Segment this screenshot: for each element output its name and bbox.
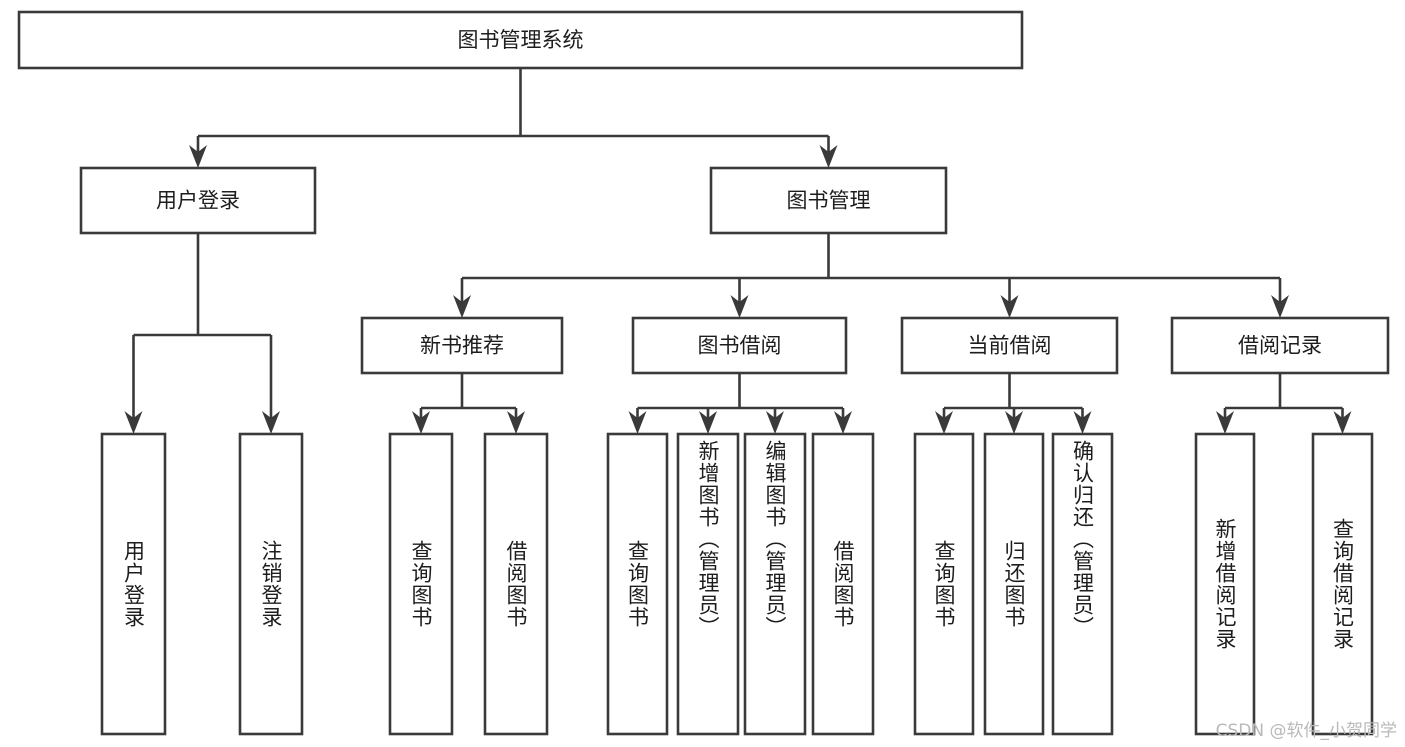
node-label-wrap-leaf-borrow-book-1: 借阅图书 <box>485 434 547 734</box>
node-box-book-management[interactable] <box>709 166 948 235</box>
node-label-borrow-record: 借阅记录 <box>1238 334 1322 358</box>
conn-book-borrow-arrow-2 <box>766 411 784 434</box>
node-label-wrap-leaf-add-book: 新增图书（管理员） <box>678 434 738 734</box>
conn-bookmgmt-arrow-3 <box>1271 295 1289 318</box>
node-label-leaf-edit-book: 编辑图书（管理员） <box>763 440 788 638</box>
node-label-wrap-leaf-edit-book: 编辑图书（管理员） <box>745 434 805 734</box>
conn-current-borrow-arrow-2 <box>1073 411 1092 434</box>
node-label-leaf-user-logout: 注销登录 <box>259 540 284 628</box>
node-label-leaf-confirm-return: 确认归还（管理员） <box>1070 440 1095 638</box>
node-box-new-book-recommend[interactable] <box>360 316 564 375</box>
node-label-wrap-leaf-query-book-3: 查询图书 <box>915 434 973 734</box>
conn-bookmgmt-arrow-2 <box>1000 295 1019 318</box>
node-box-leaf-edit-book[interactable] <box>743 432 807 736</box>
node-label-wrap-leaf-user-logout: 注销登录 <box>240 434 302 734</box>
node-box-leaf-query-book-1[interactable] <box>388 432 454 736</box>
conn-bookmgmt-arrow-0 <box>453 295 471 318</box>
node-label-leaf-borrow-book-1: 借阅图书 <box>504 540 529 628</box>
node-label-leaf-query-borrow-record: 查询借阅记录 <box>1330 518 1355 650</box>
node-label-new-book-recommend: 新书推荐 <box>420 334 504 358</box>
node-label-leaf-query-book-1: 查询图书 <box>409 540 434 628</box>
node-label-user-login: 用户登录 <box>156 189 240 213</box>
node-label-wrap-leaf-query-borrow-record: 查询借阅记录 <box>1313 434 1372 734</box>
node-box-leaf-user-logout[interactable] <box>238 432 304 736</box>
conn-book-borrow-arrow-1 <box>699 411 717 434</box>
node-box-leaf-borrow-book-1[interactable] <box>483 432 549 736</box>
node-box-leaf-return-book[interactable] <box>983 432 1045 736</box>
node-label-wrap-leaf-return-book: 归还图书 <box>985 434 1043 734</box>
node-box-leaf-confirm-return[interactable] <box>1051 432 1114 736</box>
csdn-watermark: CSDN @软件_小贺同学 <box>1215 721 1397 741</box>
conn-book-borrow-arrow-0 <box>628 411 647 434</box>
node-label-wrap-leaf-add-borrow-record: 新增借阅记录 <box>1196 434 1254 734</box>
node-label-wrap-leaf-user-login: 用户登录 <box>102 434 165 734</box>
conn-root-arrow-1 <box>819 145 838 168</box>
conn-book-borrow-arrow-3 <box>834 411 852 434</box>
conn-current-borrow-arrow-0 <box>935 411 953 434</box>
conn-current-borrow-arrow-1 <box>1005 411 1023 434</box>
node-box-leaf-add-borrow-record[interactable] <box>1194 432 1256 736</box>
node-label-book-management: 图书管理 <box>787 189 871 213</box>
node-label-leaf-borrow-book-2: 借阅图书 <box>831 540 856 628</box>
node-label-leaf-return-book: 归还图书 <box>1002 540 1027 628</box>
node-box-leaf-query-book-2[interactable] <box>606 432 669 736</box>
node-box-leaf-query-book-3[interactable] <box>913 432 975 736</box>
conn-new-book-recommend-arrow-0 <box>412 411 430 434</box>
node-label-leaf-add-borrow-record: 新增借阅记录 <box>1213 518 1238 650</box>
connector-layer <box>124 68 1352 434</box>
node-label-current-borrow: 当前借阅 <box>968 334 1052 358</box>
node-label-wrap-leaf-confirm-return: 确认归还（管理员） <box>1053 434 1112 734</box>
conn-root-arrow-0 <box>189 145 207 168</box>
node-box-borrow-record[interactable] <box>1170 316 1390 375</box>
conn-borrow-record-arrow-0 <box>1216 411 1234 434</box>
node-box-root[interactable] <box>17 10 1024 70</box>
conn-bookmgmt-arrow-1 <box>730 295 749 318</box>
node-label-book-borrow: 图书借阅 <box>698 334 782 358</box>
conn-borrow-record-arrow-1 <box>1333 411 1352 434</box>
conn-new-book-recommend-arrow-1 <box>507 411 525 434</box>
node-label-leaf-add-book: 新增图书（管理员） <box>696 440 721 638</box>
node-label-leaf-query-book-3: 查询图书 <box>932 540 957 628</box>
node-box-leaf-add-book[interactable] <box>676 432 740 736</box>
node-box-leaf-user-login[interactable] <box>100 432 167 736</box>
node-box-book-borrow[interactable] <box>631 316 848 375</box>
node-box-leaf-borrow-book-2[interactable] <box>811 432 875 736</box>
node-label-wrap-leaf-query-book-1: 查询图书 <box>390 434 452 734</box>
node-label-wrap-leaf-query-book-2: 查询图书 <box>608 434 667 734</box>
node-box-layer <box>17 10 1390 736</box>
node-label-leaf-user-login: 用户登录 <box>121 540 146 628</box>
node-box-leaf-query-borrow-record[interactable] <box>1311 432 1374 736</box>
conn-userlogin-arrow-0 <box>124 411 143 434</box>
node-box-user-login[interactable] <box>79 166 317 235</box>
node-box-current-borrow[interactable] <box>900 316 1119 375</box>
conn-userlogin-arrow-1 <box>262 411 280 434</box>
node-label-wrap-leaf-borrow-book-2: 借阅图书 <box>813 434 873 734</box>
node-label-root: 图书管理系统 <box>458 28 584 52</box>
node-label-leaf-query-book-2: 查询图书 <box>625 540 650 628</box>
